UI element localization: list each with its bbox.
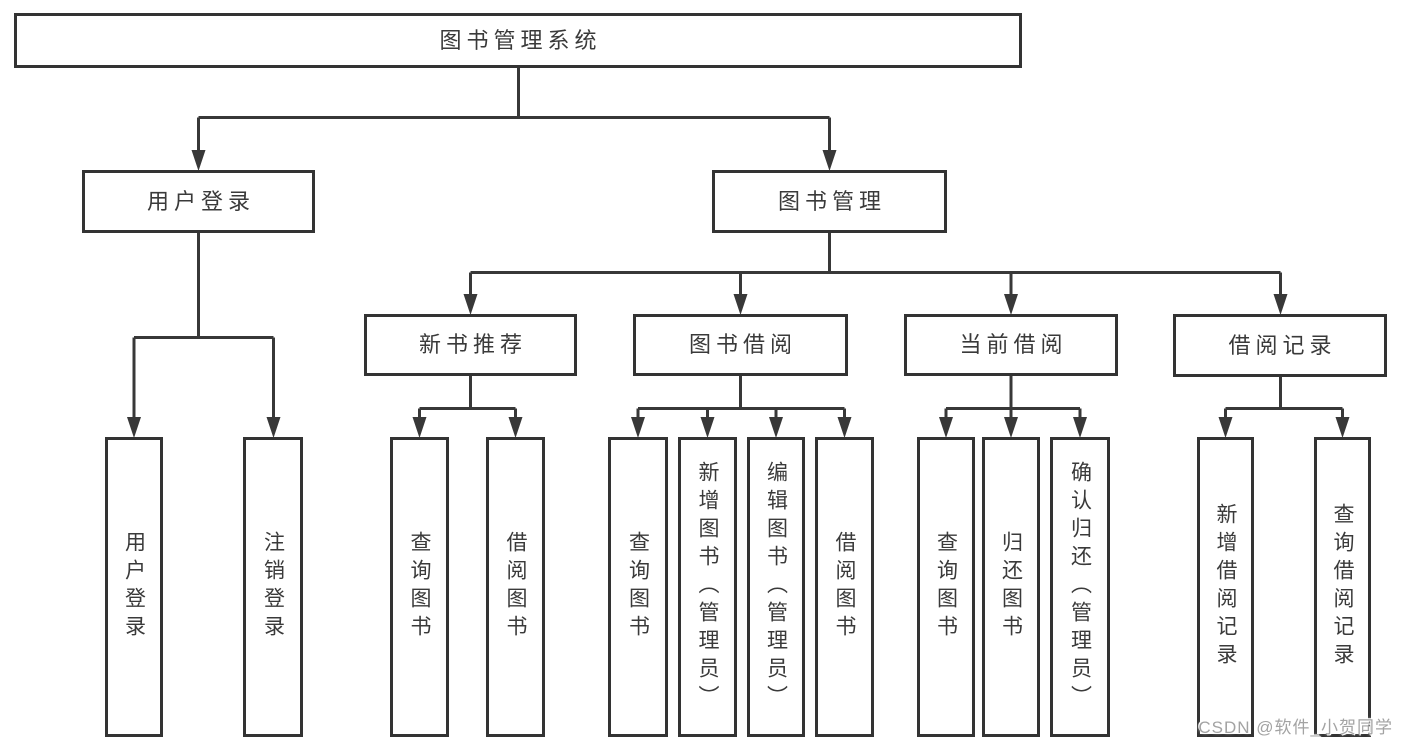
leaf-return-book: 归还图书: [982, 437, 1040, 737]
node-label: 当前借阅: [959, 332, 1068, 357]
node-label: 查询图书: [626, 531, 650, 643]
leaf-confirm-return-admin: 确认归还（管理员）: [1050, 437, 1110, 737]
leaf-borrow-books-recommend: 借阅图书: [486, 437, 545, 737]
leaf-borrow-books-borrow: 借阅图书: [815, 437, 874, 737]
node-label: 图书借阅: [688, 332, 797, 357]
leaf-add-borrow-record: 新增借阅记录: [1197, 437, 1254, 737]
node-label: 图书管理: [777, 188, 886, 214]
connector-root-to-level2: [191, 68, 837, 171]
node-label: 归还图书: [999, 531, 1023, 643]
node-label: 新增借阅记录: [1214, 503, 1237, 671]
node-label: 确认归还（管理员）: [1068, 461, 1092, 713]
node-label: 借阅图书: [833, 531, 856, 643]
node-book-management: 图书管理: [712, 170, 947, 233]
node-label: 用户登录: [122, 531, 146, 643]
node-label: 新增图书（管理员）: [696, 461, 719, 713]
leaf-add-book-admin: 新增图书（管理员）: [678, 437, 737, 737]
node-label: 借阅图书: [504, 531, 527, 643]
leaf-edit-book-admin: 编辑图书（管理员）: [747, 437, 805, 737]
node-label: 新书推荐: [418, 332, 527, 357]
node-label: 注销登录: [261, 531, 285, 643]
node-new-book-recommend: 新书推荐: [364, 314, 577, 376]
connector-book-management-children: [463, 233, 1288, 315]
connector-book-borrow-children: [631, 376, 852, 438]
node-label: 借阅记录: [1228, 332, 1337, 358]
leaf-query-books-borrow: 查询图书: [608, 437, 668, 737]
leaf-user-login: 用户登录: [105, 437, 163, 737]
leaf-query-books-recommend: 查询图书: [390, 437, 449, 737]
connector-user-login-children: [127, 233, 281, 438]
leaf-query-borrow-record: 查询借阅记录: [1314, 437, 1371, 737]
node-label: 查询图书: [934, 531, 958, 643]
connector-current-borrow-children: [939, 376, 1087, 438]
node-label: 用户登录: [146, 188, 255, 214]
csdn-watermark: CSDN @软件_小贺同学: [1198, 718, 1393, 737]
node-borrow-record: 借阅记录: [1173, 314, 1387, 377]
connector-borrow-record-children: [1218, 377, 1350, 438]
node-book-borrow: 图书借阅: [633, 314, 848, 376]
leaf-logout: 注销登录: [243, 437, 303, 737]
connector-new-book-children: [412, 376, 523, 438]
node-current-borrow: 当前借阅: [904, 314, 1118, 376]
node-label: 编辑图书（管理员）: [764, 461, 788, 713]
node-library-management-system: 图书管理系统: [14, 13, 1022, 68]
node-user-login: 用户登录: [82, 170, 315, 233]
leaf-query-books-current: 查询图书: [917, 437, 975, 737]
node-label: 查询借阅记录: [1331, 503, 1354, 671]
node-label: 查询图书: [408, 531, 431, 643]
node-label: 图书管理系统: [439, 27, 602, 53]
